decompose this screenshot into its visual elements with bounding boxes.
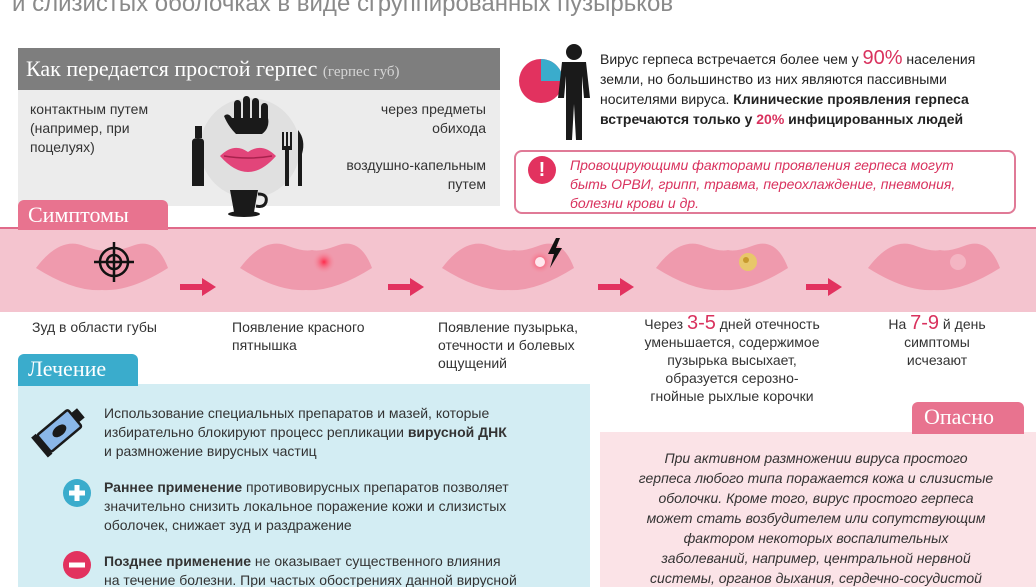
page-subtitle: и слизистых оболочках в виде сгруппирова… xyxy=(12,0,674,17)
lips-step-3 xyxy=(442,238,574,291)
danger-title: Опасно xyxy=(924,404,994,429)
stats-line-3: носителями вируса. Клинические проявлени… xyxy=(600,91,969,107)
hand-icon xyxy=(224,96,269,134)
virus-stats-text: Вирус герпеса встречается более чем у 90… xyxy=(600,48,1020,129)
danger-panel xyxy=(600,432,1036,587)
transmission-airborne: воздушно-капельным путем xyxy=(346,157,486,192)
symptoms-divider xyxy=(0,227,1036,229)
arrow-right-icon-3 xyxy=(598,278,634,296)
symptom-step-4: Через 3-5 дней отечность уменьшается, со… xyxy=(644,312,820,404)
minus-circle-icon xyxy=(63,551,91,579)
arrow-right-icon xyxy=(180,278,216,296)
transmission-title-text: Как передается простой герпес xyxy=(26,56,318,81)
red-spot-icon xyxy=(312,250,336,274)
lightning-icon xyxy=(548,238,562,268)
pie-chart-icon xyxy=(519,59,563,103)
treatment-panel xyxy=(18,384,590,587)
transmission-title-note: (герпес губ) xyxy=(322,64,400,80)
stats-line-4: встречаются только у 20% инфицированных … xyxy=(600,111,964,127)
danger-text: При активном размножении вируса простого… xyxy=(638,450,994,586)
symptom-step-2: Появление красного пятнышка xyxy=(232,319,365,353)
arrow-right-icon-4 xyxy=(806,278,842,296)
symptom-step-3: Появление пузырька, отечности и болевых … xyxy=(438,319,578,371)
exclamation-icon: ! xyxy=(528,156,556,184)
transmission-title: Как передается простой герпес (герпес гу… xyxy=(26,56,400,82)
ointment-tube-icon xyxy=(31,408,85,458)
symptom-step-1: Зуд в области губы xyxy=(32,319,157,335)
human-silhouette-icon xyxy=(558,44,590,140)
danger-tab xyxy=(912,402,1024,434)
lips-step-2 xyxy=(240,243,372,291)
treatment-paragraph-1: Использование специальных препаратов и м… xyxy=(104,405,507,459)
cutlery-icon xyxy=(282,130,304,186)
transmission-header-bar xyxy=(18,48,500,90)
lips-icon xyxy=(220,147,276,172)
transmission-contact: контактным путем (например, при поцелуях… xyxy=(30,101,149,155)
transmission-objects: через предметы обихода xyxy=(380,101,486,136)
bottle-icon xyxy=(192,126,204,186)
treatment-title: Лечение xyxy=(28,356,107,381)
warning-box xyxy=(514,150,1016,214)
stats-line-1: Вирус герпеса встречается более чем у 90… xyxy=(600,47,976,69)
symptoms-title: Симптомы xyxy=(28,202,129,227)
cup-icon xyxy=(228,190,268,217)
treatment-early: Раннее применение противовирусных препар… xyxy=(104,479,509,533)
treatment-late: Позднее применение не оказывает существе… xyxy=(104,553,517,587)
warning-text: Провоцирующими факторами проявления герп… xyxy=(570,157,956,211)
lips-step-4 xyxy=(656,243,788,291)
plus-circle-icon xyxy=(63,479,91,507)
treatment-tab xyxy=(18,354,138,386)
symptom-step-5: На 7-9 й день симптомы исчезают xyxy=(888,312,986,368)
target-icon xyxy=(94,242,134,282)
lips-step-5 xyxy=(868,243,1000,291)
transmission-icons xyxy=(192,96,304,217)
arrow-right-icon-2 xyxy=(388,278,424,296)
symptoms-illustration xyxy=(36,238,1000,296)
stats-line-2: земли, но большинство из них являются па… xyxy=(600,71,947,87)
symptoms-tab xyxy=(18,200,168,230)
